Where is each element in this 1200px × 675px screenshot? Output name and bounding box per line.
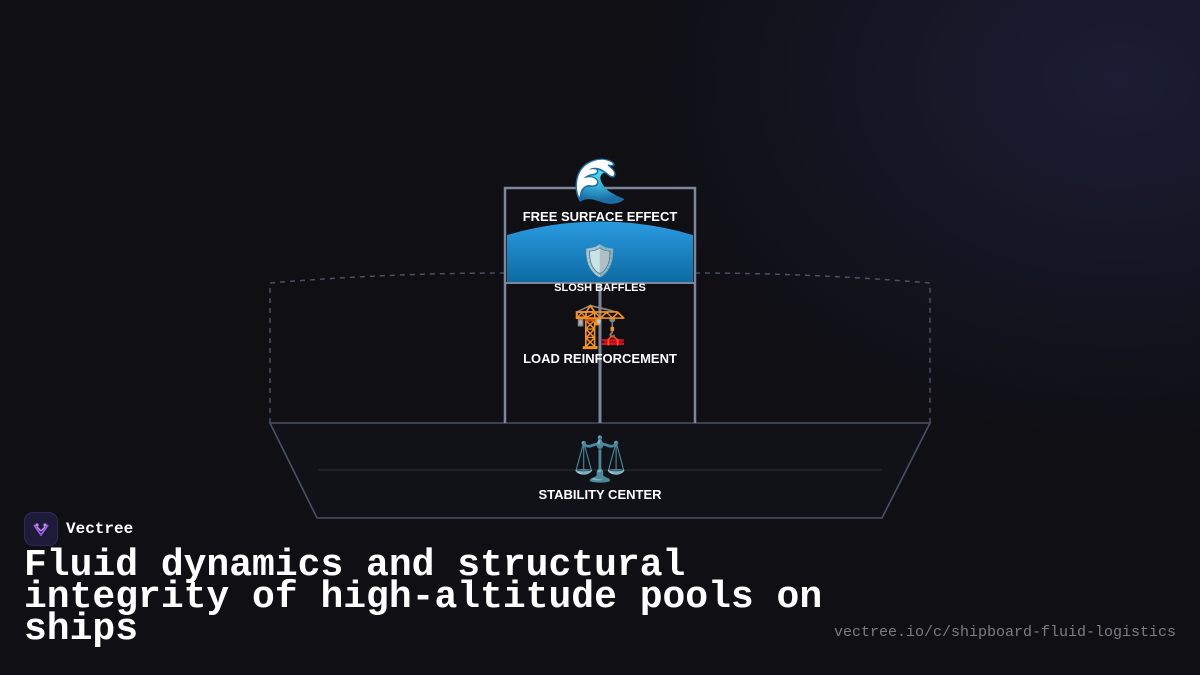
pool-water	[507, 221, 693, 283]
pool-tower-frame	[503, 186, 697, 423]
brand-name: Vectree	[66, 520, 134, 538]
source-url[interactable]: vectree.io/c/shipboard-fluid-logistics	[833, 624, 1176, 641]
wave-icon: 🌊	[572, 156, 628, 207]
free-surface-label: FREE SURFACE EFFECT	[522, 209, 678, 224]
brand: Vectree	[24, 512, 133, 546]
stability-center-label: STABILITY CENTER	[538, 487, 662, 502]
slosh-baffles-label: SLOSH BAFFLES	[554, 282, 646, 294]
load-reinforcement-label: LOAD REINFORCEMENT	[523, 351, 677, 366]
balance-scale-icon: ⚖️	[572, 434, 628, 485]
superstructure-outline	[269, 272, 931, 423]
crane-icon: 🏗️	[572, 300, 628, 351]
page-title: Fluid dynamics and structural integrity …	[24, 544, 823, 651]
vectree-logo-icon	[24, 512, 58, 546]
shield-icon: 🛡️	[581, 244, 619, 279]
